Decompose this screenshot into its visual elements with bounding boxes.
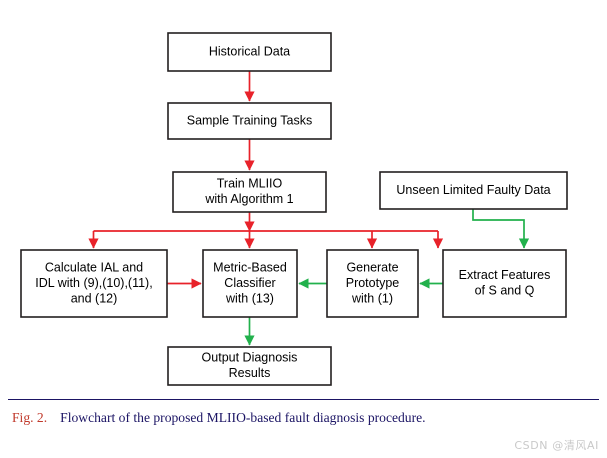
node-label-extract-features: Extract Features bbox=[459, 268, 551, 282]
node-box-sample-training bbox=[167, 102, 332, 140]
node-label-train-mliio: Train MLIIO bbox=[217, 177, 283, 191]
node-box-generate-prototype bbox=[326, 249, 419, 318]
node-box-historical-data bbox=[167, 32, 332, 72]
node-label-metric-classifier: Metric-Based bbox=[213, 260, 287, 274]
node-box-metric-classifier bbox=[202, 249, 298, 318]
node-label-generate-prototype: Prototype bbox=[346, 276, 400, 290]
node-label-metric-classifier: Classifier bbox=[224, 276, 275, 290]
node-box-output-diagnosis bbox=[167, 346, 332, 386]
node-label-extract-features: of S and Q bbox=[475, 284, 535, 298]
flow-node-sample-training[interactable]: Sample Training Tasks bbox=[167, 102, 332, 140]
node-label-metric-classifier: with (13) bbox=[225, 291, 274, 305]
flow-edge-e-unseen-extract bbox=[472, 209, 530, 249]
node-box-train-mliio bbox=[172, 171, 327, 213]
figure-caption-text: Flowchart of the proposed MLIIO-based fa… bbox=[60, 410, 426, 425]
node-label-calculate-ial-idl: and (12) bbox=[71, 291, 118, 305]
node-label-output-diagnosis: Results bbox=[229, 366, 271, 380]
node-label-calculate-ial-idl: IDL with (9),(10),(11), bbox=[35, 276, 152, 290]
flow-node-unseen-faulty-data[interactable]: Unseen Limited Faulty Data bbox=[379, 171, 568, 210]
csdn-watermark: CSDN @清风AI bbox=[514, 439, 599, 452]
figure-caption: Fig. 2. Flowchart of the proposed MLIIO-b… bbox=[12, 408, 592, 427]
node-box-extract-features bbox=[442, 249, 567, 318]
flow-node-extract-features[interactable]: Extract Features of S and Q bbox=[442, 249, 567, 318]
node-label-sample-training: Sample Training Tasks bbox=[187, 113, 313, 127]
caption-divider-rule bbox=[8, 399, 599, 400]
node-label-unseen-faulty-data: Unseen Limited Faulty Data bbox=[396, 183, 550, 197]
node-label-generate-prototype: Generate bbox=[346, 260, 398, 274]
figure-number: Fig. 2. bbox=[12, 410, 48, 425]
flow-node-historical-data[interactable]: Historical Data bbox=[167, 32, 332, 72]
node-label-generate-prototype: with (1) bbox=[351, 291, 393, 305]
node-box-unseen-faulty-data bbox=[379, 171, 568, 210]
node-label-historical-data: Historical Data bbox=[209, 44, 290, 58]
node-label-train-mliio: with Algorithm 1 bbox=[204, 192, 293, 206]
node-label-output-diagnosis: Output Diagnosis bbox=[202, 351, 298, 365]
node-box-calculate-ial-idl bbox=[20, 249, 168, 318]
node-label-calculate-ial-idl: Calculate IAL and bbox=[45, 260, 143, 274]
edge-layer bbox=[88, 71, 530, 346]
